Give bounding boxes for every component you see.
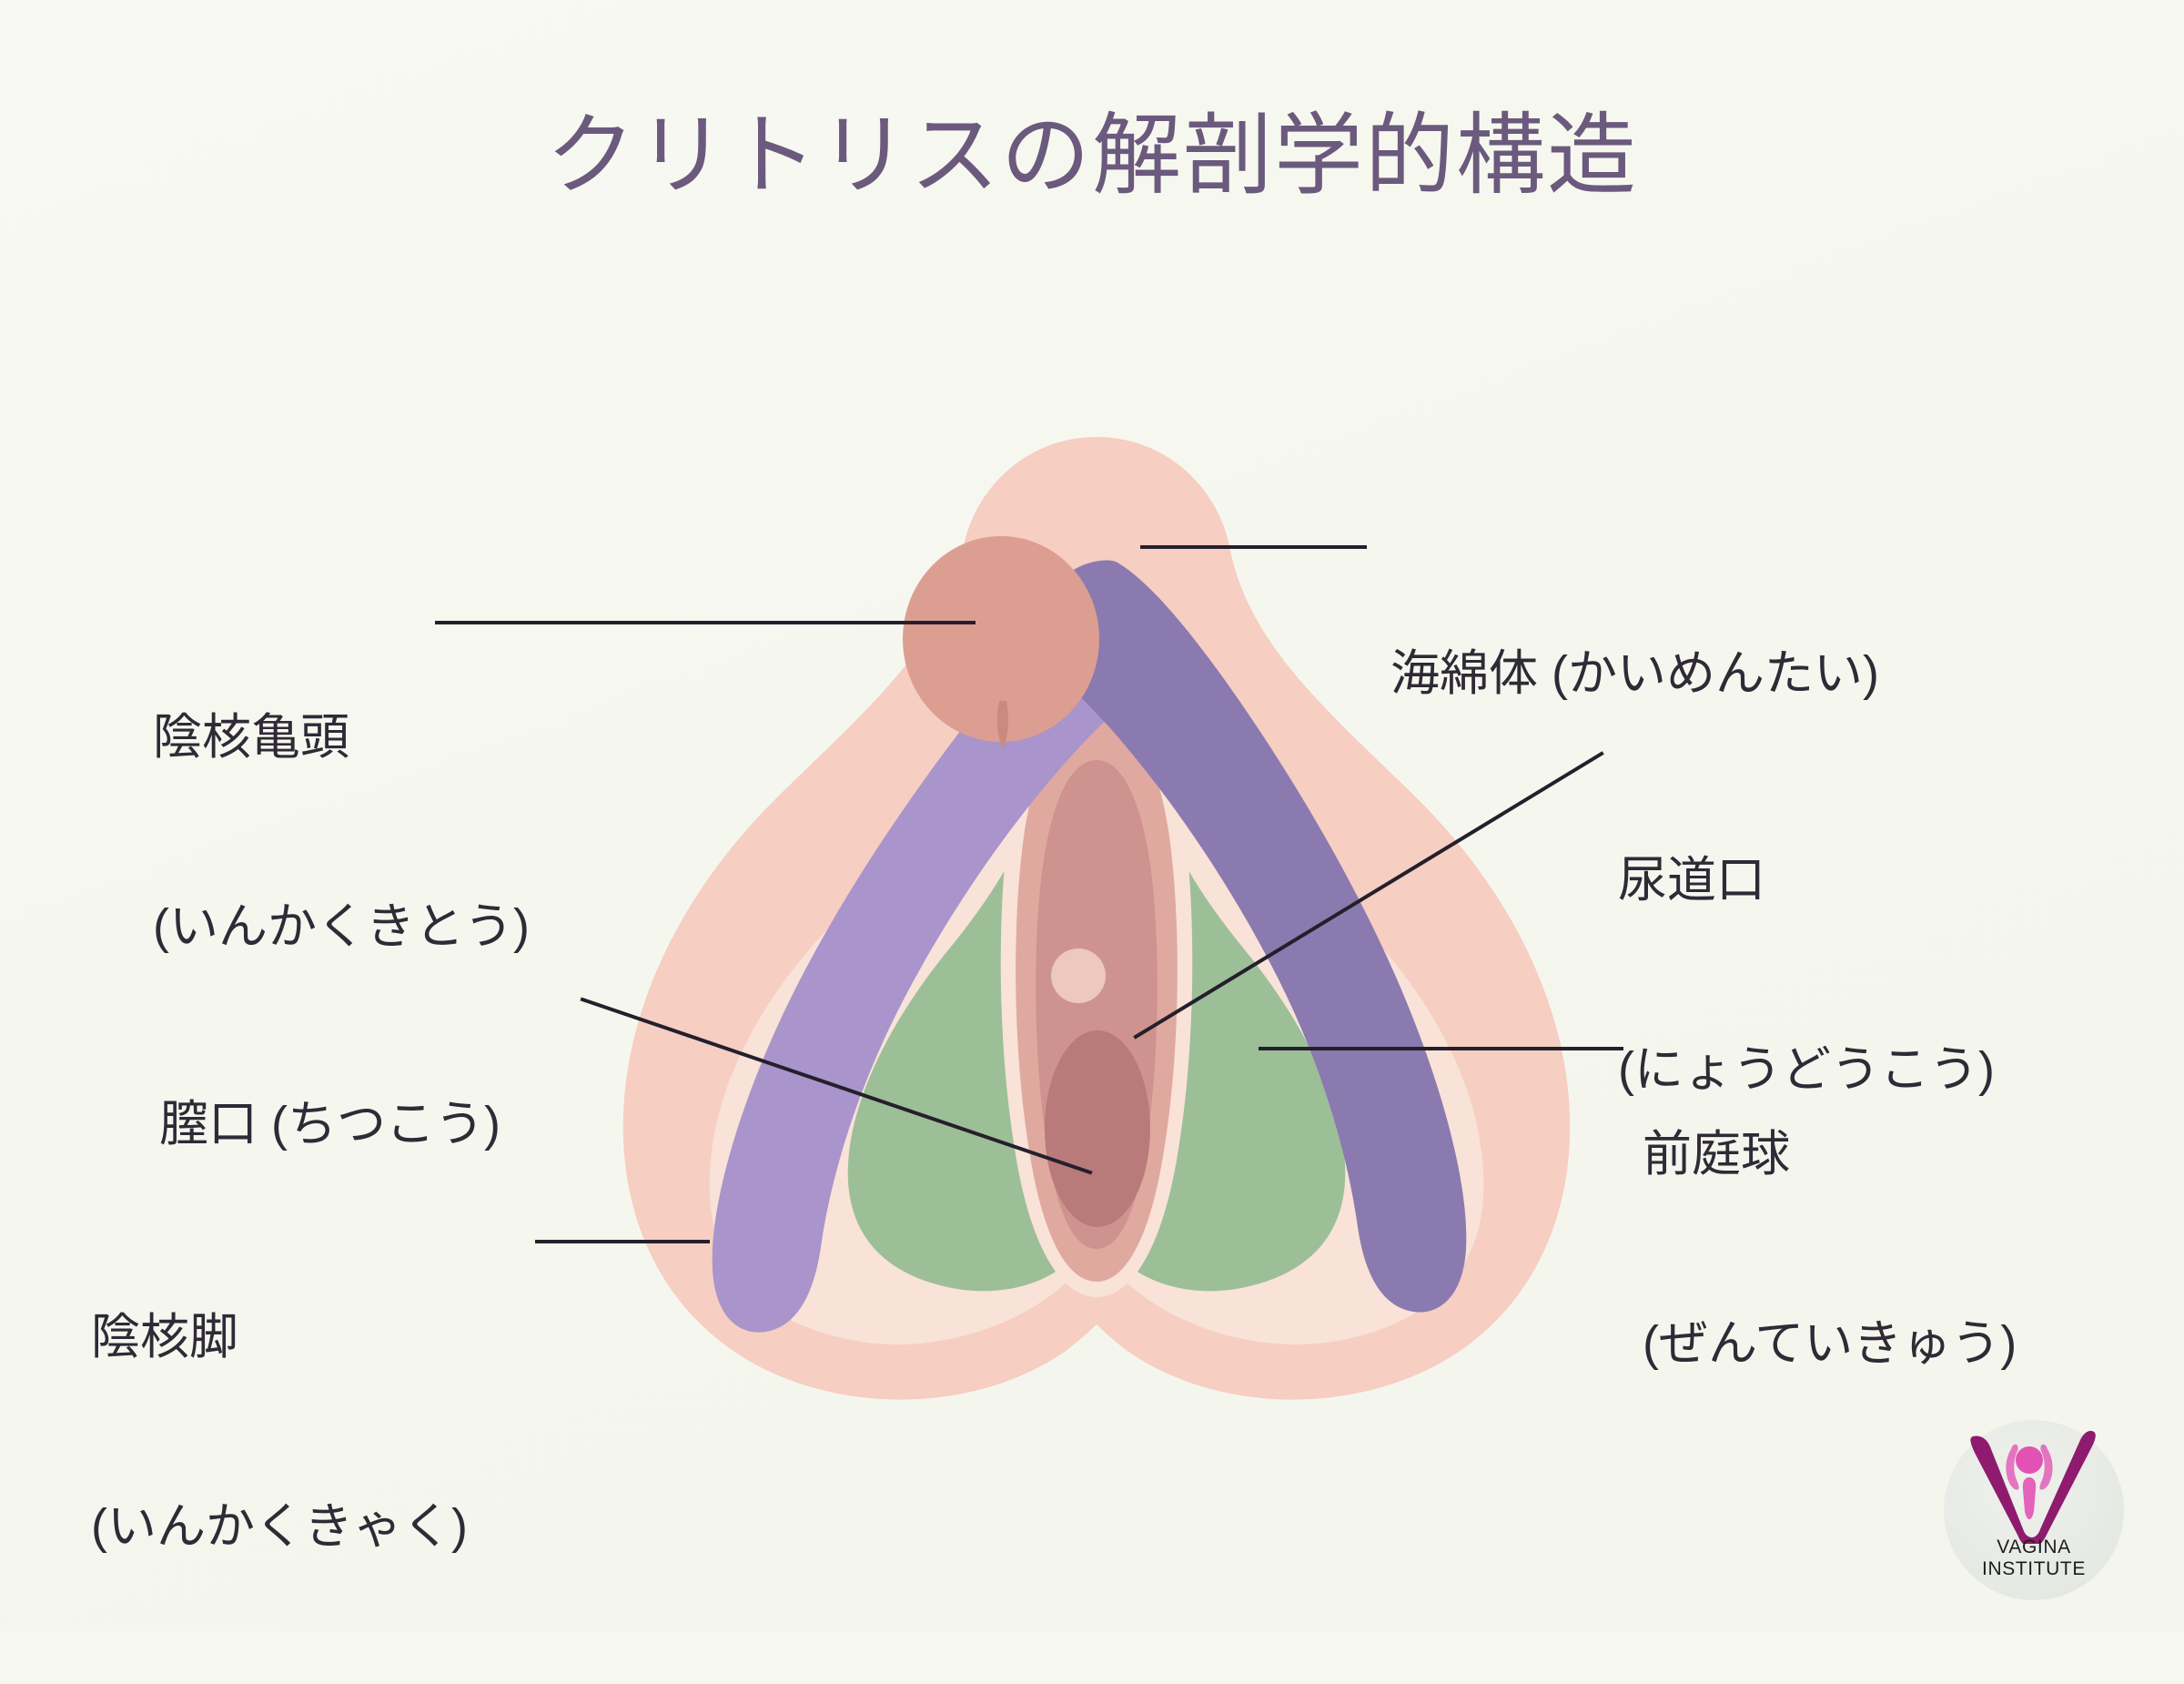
logo-figure-left-arm [2006,1444,2019,1490]
label-urethra-name: 尿道口 [1618,853,1765,908]
label-glans-reading: (いんかくきとう) [153,898,530,954]
label-glans: 陰核亀頭 (いんかくきとう) [153,581,530,1084]
label-urethra: 尿道口 (にょうどうこう) [1618,724,1995,1227]
label-crus-reading: (いんかくきゃく) [91,1498,468,1554]
logo-figure-body [2022,1477,2037,1519]
label-corpus: 海綿体 (かいめんたい) [1390,517,1879,832]
label-crus-name: 陰核脚 [91,1310,238,1365]
page-title: クリトリスの解剖学的構造 [545,105,1638,205]
clitoral-glans [903,536,1099,748]
vaginal-opening [1045,1030,1150,1227]
label-bulb-name: 前庭球 [1643,1127,1790,1182]
label-crus: 陰核脚 (いんかくきゃく) [91,1181,468,1684]
label-bulb-reading: (ぜんていきゅう) [1643,1315,2017,1371]
label-vaginal-opening: 膣口 (ちつこう) [159,968,500,1283]
urethral-opening [1051,949,1106,1003]
label-bulb: 前庭球 (ぜんていきゅう) [1643,998,2017,1501]
logo-figure-head [2016,1446,2043,1474]
label-corpus-name: 海綿体 (かいめんたい) [1390,646,1879,702]
logo-figure-right-arm [2039,1444,2053,1490]
logo-v-mark [1970,1430,2096,1544]
label-vagina-name: 膣口 (ちつこう) [159,1097,500,1152]
brand-logo: VAGINA INSTITUTE [1944,1420,2124,1600]
poster-canvas: クリトリスの解剖学的構造 [0,0,2184,1631]
label-urethra-reading: (にょうどうこう) [1618,1041,1995,1097]
right-crus [1037,560,1467,1313]
label-glans-name: 陰核亀頭 [153,710,349,766]
logo-wordmark: VAGINA INSTITUTE [1982,1537,2086,1579]
